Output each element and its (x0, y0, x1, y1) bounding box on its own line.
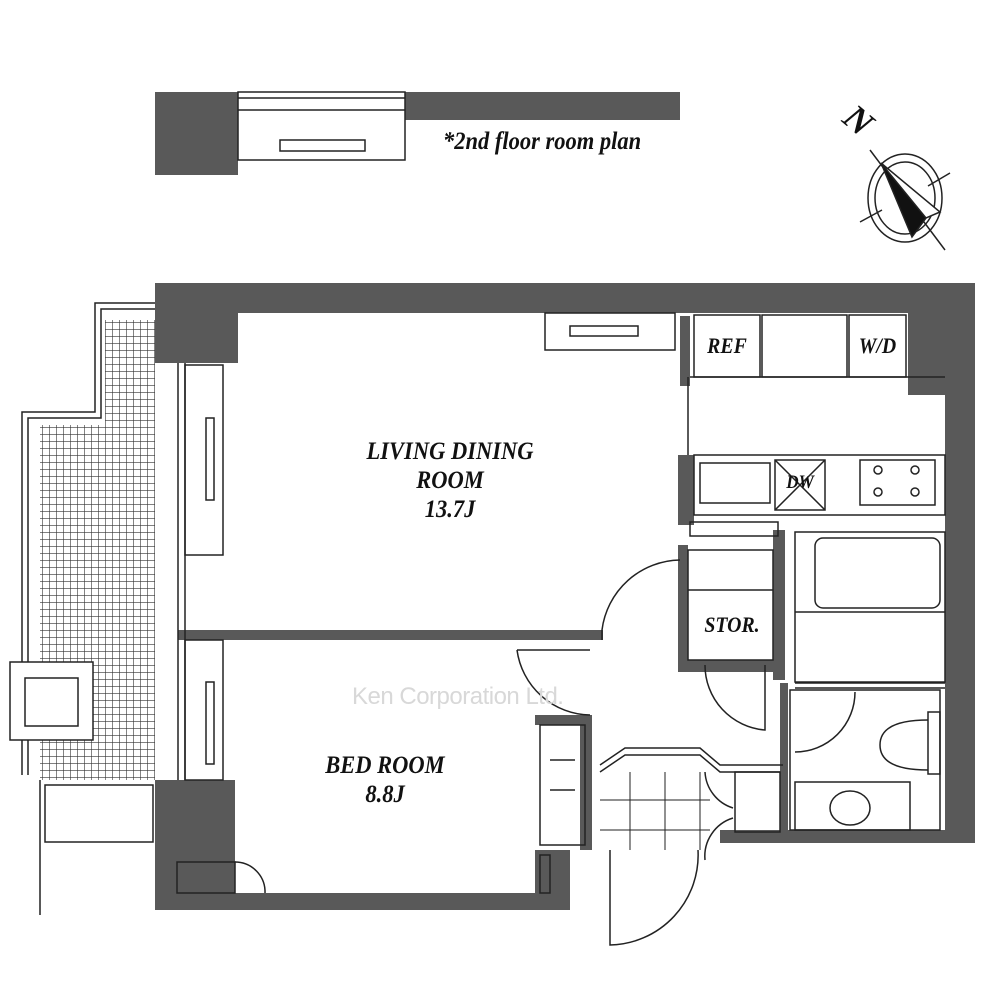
refrigerator-label: REF (707, 333, 747, 358)
living-room-name: LIVING DINING (366, 438, 534, 465)
watermark: Ken Corporation Ltd. (352, 683, 564, 710)
balcony (9, 302, 155, 915)
second-floor-note: *2nd floor room plan (443, 128, 642, 155)
bedroom-size: 8.8J (365, 780, 405, 808)
second-floor-plan (155, 91, 680, 175)
dishwasher-label: DW (786, 472, 814, 493)
living-room-size: 13.7J (424, 495, 476, 523)
living-room-name-2: ROOM (416, 466, 484, 494)
storage-label: STOR. (704, 612, 760, 637)
walls (155, 283, 975, 910)
living-room-label: LIVING DINING ROOM 13.7J (342, 438, 558, 524)
washer-dryer-label: W/D (858, 333, 897, 358)
compass-icon (859, 149, 951, 251)
bedroom-name: BED ROOM (325, 752, 445, 779)
bedroom-label: BED ROOM 8.8J (300, 752, 471, 810)
